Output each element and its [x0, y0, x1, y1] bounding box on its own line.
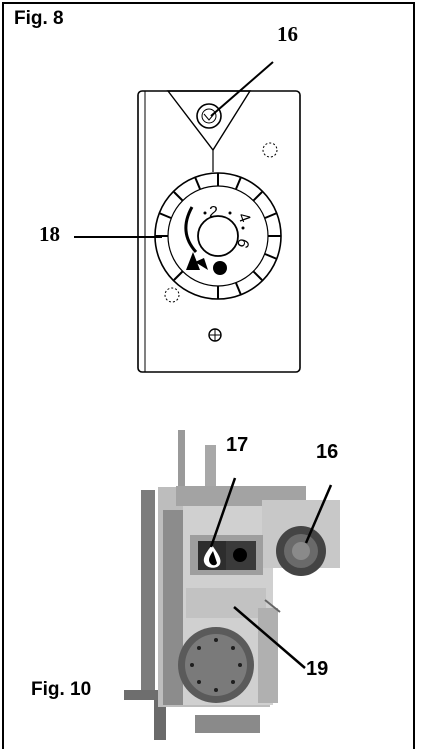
callout-16-top: 16 [277, 22, 298, 46]
callout-18: 18 [39, 222, 60, 246]
callout-16-bottom: 16 [316, 441, 339, 463]
figure-frame [2, 2, 415, 749]
leader-line-17 [209, 477, 237, 548]
leader-line-16-top [210, 61, 274, 117]
gas-valve-photo [124, 430, 340, 740]
figure-label-top: Fig. 8 [14, 8, 64, 29]
dial-number-2: 2 [209, 204, 218, 221]
callout-17: 17 [226, 434, 249, 456]
callout-19: 19 [306, 658, 329, 680]
leader-line-19 [233, 606, 306, 669]
figure-label-bottom: Fig. 10 [31, 679, 92, 700]
leader-line-16-bottom [304, 484, 333, 544]
control-panel-drawing [137, 90, 301, 373]
